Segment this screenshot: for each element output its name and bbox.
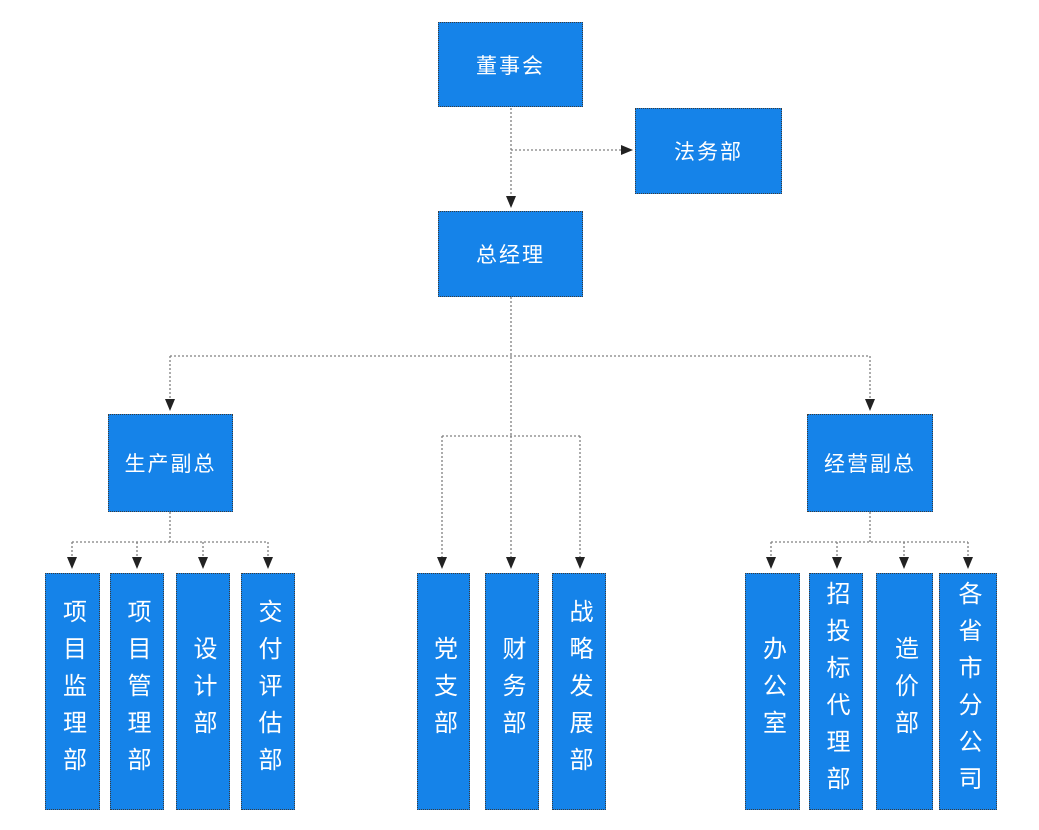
node-board-of-directors[interactable]: 董事会	[438, 22, 583, 107]
node-label: 总经理	[476, 243, 545, 267]
node-label: 经营副总	[824, 452, 916, 476]
node-label: 董事会	[476, 53, 545, 78]
node-office[interactable]: 办公室	[745, 573, 800, 810]
node-label: 生产副总	[124, 452, 217, 476]
node-label: 党支部	[429, 636, 458, 747]
node-production-vp[interactable]: 生产副总	[108, 414, 233, 512]
node-label: 办公室	[758, 636, 787, 747]
node-label: 战略发展部	[565, 599, 593, 784]
node-label: 项目监理部	[58, 599, 87, 784]
node-label: 造价部	[890, 636, 919, 747]
node-business-vp[interactable]: 经营副总	[807, 414, 933, 512]
node-legal-department[interactable]: 法务部	[635, 108, 782, 194]
node-project-management-dept[interactable]: 项目管理部	[110, 573, 164, 810]
node-strategic-development-dept[interactable]: 战略发展部	[552, 573, 606, 810]
node-bidding-agency-dept[interactable]: 招投标代理部	[809, 573, 863, 810]
node-finance-dept[interactable]: 财务部	[485, 573, 539, 810]
node-general-manager[interactable]: 总经理	[438, 211, 583, 297]
node-label: 项目管理部	[123, 599, 151, 784]
node-delivery-evaluation-dept[interactable]: 交付评估部	[241, 573, 295, 810]
node-regional-branches[interactable]: 各省市分公司	[939, 573, 997, 810]
node-label: 交付评估部	[254, 599, 282, 784]
node-label: 各省市分公司	[954, 580, 982, 803]
node-project-supervision-dept[interactable]: 项目监理部	[45, 573, 100, 810]
node-party-branch[interactable]: 党支部	[417, 573, 470, 810]
node-label: 招投标代理部	[822, 580, 850, 803]
node-design-dept[interactable]: 设计部	[176, 573, 230, 810]
node-label: 财务部	[498, 636, 526, 747]
node-label: 法务部	[674, 140, 743, 164]
node-label: 设计部	[189, 636, 217, 747]
node-cost-dept[interactable]: 造价部	[876, 573, 933, 810]
